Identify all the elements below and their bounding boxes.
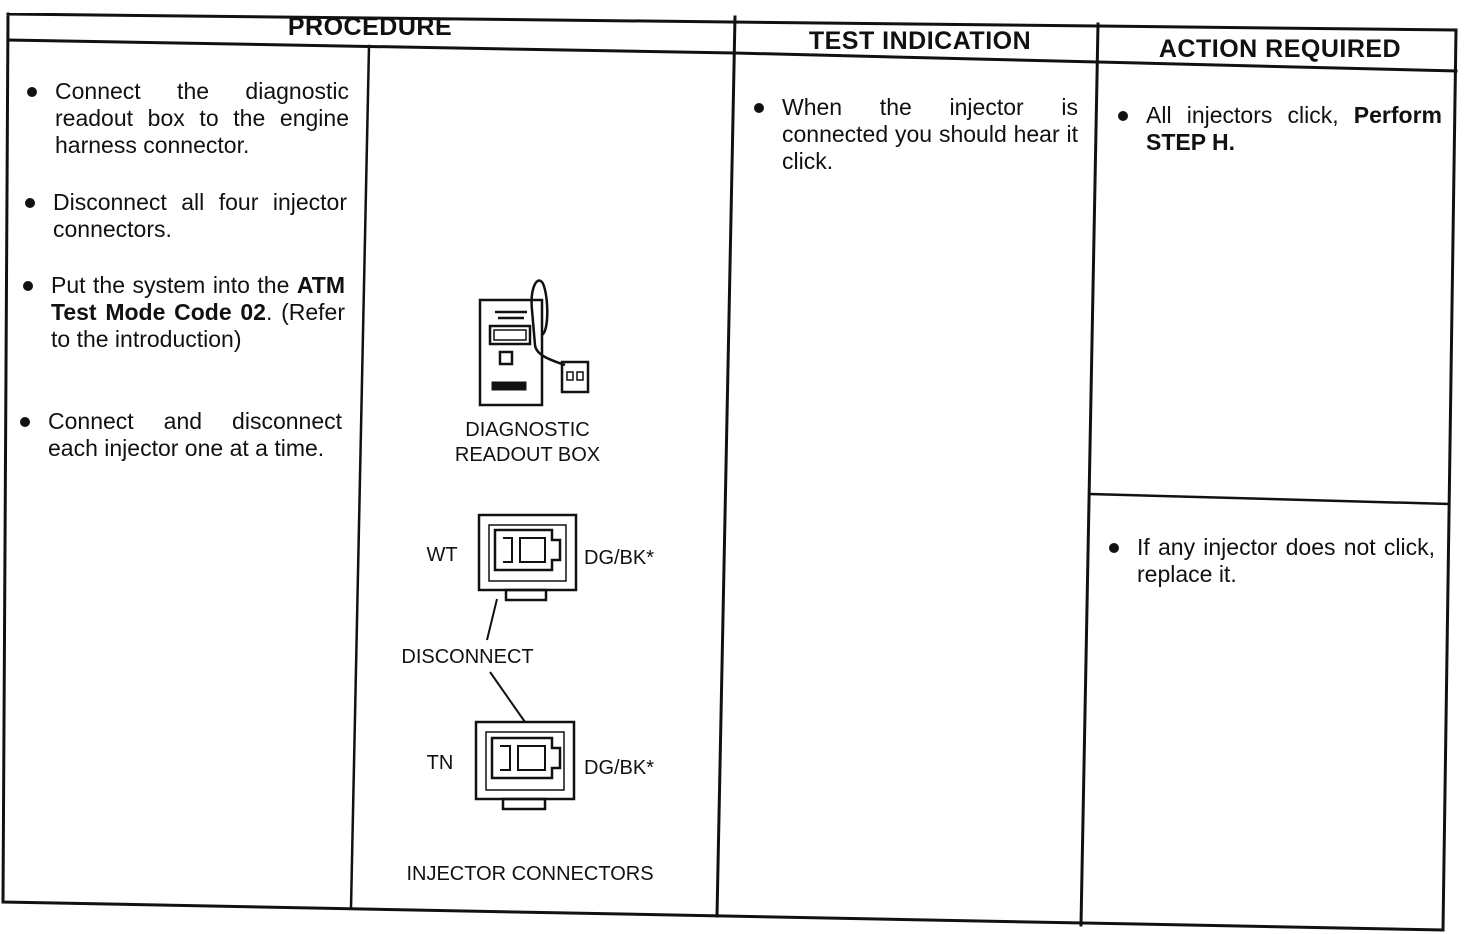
step-text: Put the system into the (51, 272, 297, 298)
bullet-icon (1109, 543, 1119, 553)
readout-box-label: DIAGNOSTIC READOUT BOX (420, 418, 635, 468)
injector-connector-tn-icon (474, 720, 576, 811)
procedure-step-3: Put the system into the ATM Test Mode Co… (23, 272, 346, 353)
connector2-right-label: DG/BK* (584, 757, 655, 779)
step-text: Connect and disconnect each injector one… (48, 408, 342, 461)
connector1-right-label: DG/BK* (584, 547, 655, 569)
bullet-icon (25, 198, 35, 208)
test-mode-code: ATM Test Mode Code 02 (51, 272, 345, 325)
bullet-icon (23, 281, 33, 291)
readout-label-line-1: DIAGNOSTIC (465, 419, 590, 441)
test-indication-item: When the injector is connected you shoul… (754, 94, 1078, 175)
header-procedure: PROCEDURE (287, 13, 453, 41)
action-all-click: All injectors click, Perform STEP H. (1118, 102, 1442, 156)
step-text-refer: . (Refer to the introduction) (51, 299, 346, 352)
step-text: Disconnect all four injector connectors. (53, 189, 347, 242)
action-not-click: If any injector does not click, replace … (1109, 534, 1435, 588)
diagnostic-readout-box-icon (478, 279, 590, 407)
disconnect-label: DISCONNECT (401, 646, 534, 668)
injector-connectors-caption: INJECTOR CONNECTORS (406, 863, 654, 885)
action-text: All injectors click, (1146, 102, 1354, 128)
header-test-indication: TEST INDICATION (808, 27, 1032, 55)
test-indication-text: When the injector is connected you shoul… (782, 94, 1078, 174)
perform-step-h: Perform STEP H. (1146, 102, 1442, 155)
header-action-required: ACTION REQUIRED (1158, 35, 1402, 63)
connector2-left-label: TN (426, 752, 454, 774)
action-text: If any injector does not click, replace … (1137, 534, 1435, 587)
procedure-step-2: Disconnect all four injector connectors. (25, 189, 347, 243)
procedure-step-1: Connect the diagnostic readout box to th… (27, 78, 349, 159)
bullet-icon (20, 417, 30, 427)
bullet-icon (754, 103, 764, 113)
bullet-icon (27, 87, 37, 97)
injector-connector-wt-icon (477, 513, 578, 602)
step-text: Connect the diagnostic readout box to th… (55, 78, 349, 158)
procedure-step-4: Connect and disconnect each injector one… (20, 408, 342, 462)
connector1-left-label: WT (426, 544, 458, 566)
readout-label-line-2: READOUT BOX (454, 444, 601, 466)
bullet-icon (1118, 111, 1128, 121)
